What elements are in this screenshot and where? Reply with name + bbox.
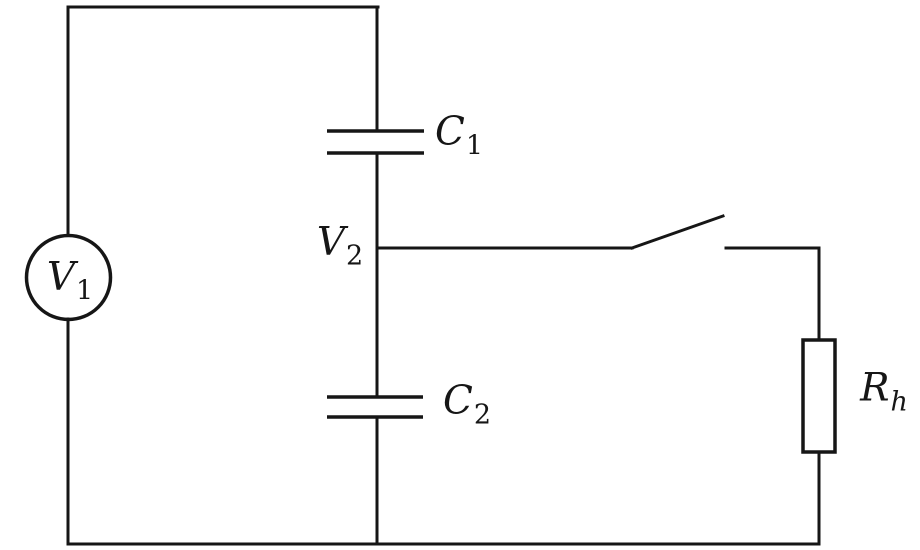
label-rh-main: R [860, 365, 890, 411]
label-c2: C2 [443, 382, 491, 429]
label-v1-main: V [46, 254, 75, 300]
resistor-symbol [801, 338, 837, 454]
label-v2: V2 [317, 223, 363, 270]
label-v1-sub: 1 [75, 275, 94, 307]
label-c2-sub: 2 [473, 399, 492, 431]
label-c1-sub: 1 [465, 130, 484, 162]
label-c2-main: C [442, 378, 473, 424]
label-c1-main: C [434, 109, 465, 155]
label-v1: V1 [47, 258, 93, 305]
label-v2-sub: 2 [345, 240, 364, 272]
label-rh-sub: h [890, 386, 908, 418]
wire-bottom-left [66, 317, 821, 546]
label-v2-main: V [316, 219, 345, 265]
wire-top-left [66, 5, 380, 238]
label-rh: Rh [860, 369, 908, 416]
switch-blade [630, 214, 725, 250]
label-c1: C1 [435, 113, 483, 160]
